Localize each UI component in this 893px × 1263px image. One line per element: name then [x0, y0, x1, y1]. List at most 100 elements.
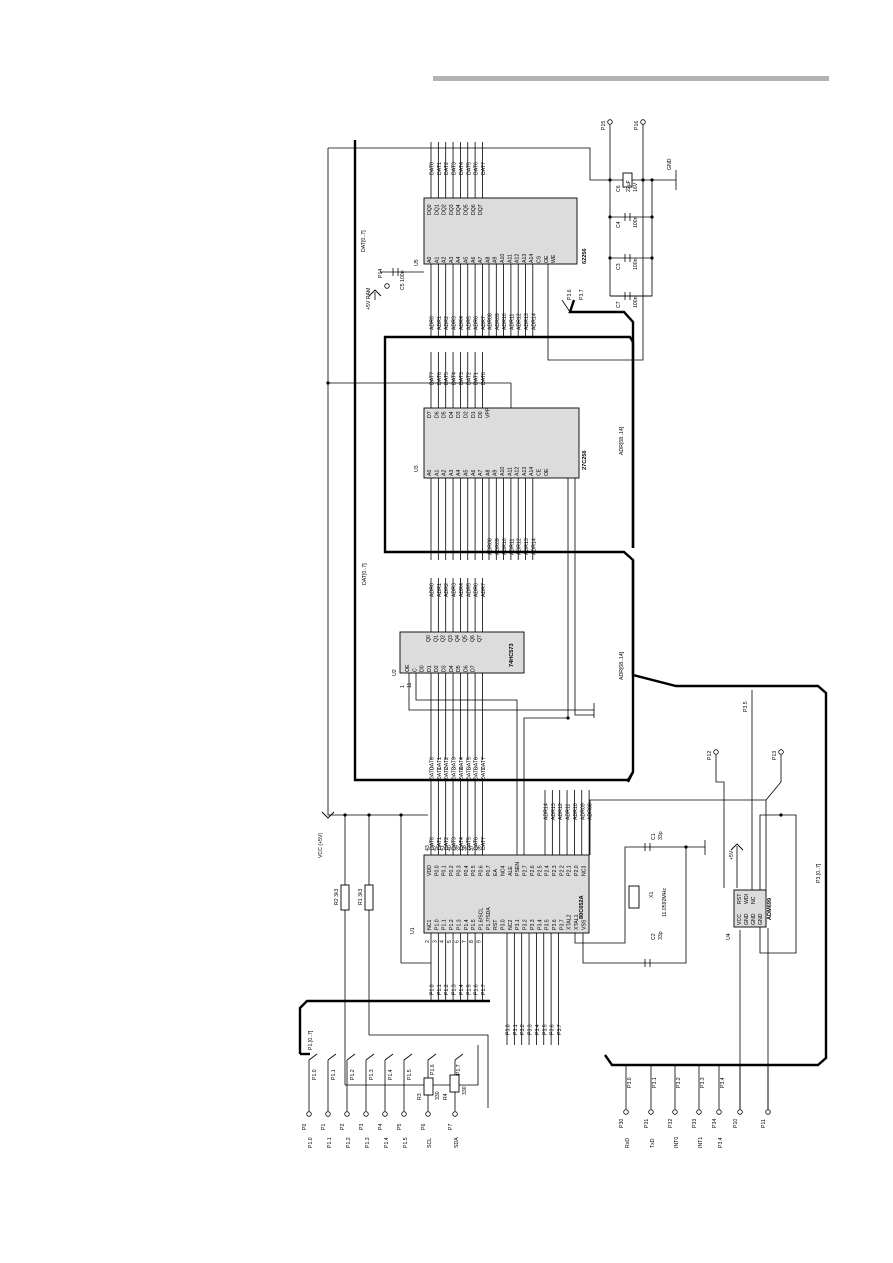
- adr-hi-net-label: ADR08: [488, 313, 494, 330]
- adr-hi-net-label: ADR11: [509, 539, 515, 555]
- u1-pin-name: P0.5: [471, 865, 477, 876]
- u1-pin-name: P1.7/SDA: [486, 907, 492, 930]
- pin-num: 42: [432, 845, 438, 851]
- dat-net-label: DAT2: [444, 162, 450, 175]
- pin-num: 8: [469, 940, 475, 943]
- u1-pin-name: P0.3: [456, 865, 462, 876]
- dat-net-label: DAT5: [466, 162, 472, 175]
- p1-net-label: P1.3: [452, 984, 458, 995]
- ram-vcc: [424, 147, 676, 181]
- connector-pin-label: P12: [707, 751, 713, 760]
- pin-num: 41: [440, 845, 446, 851]
- p3-net-label: P3.1: [513, 1024, 519, 1035]
- junction-dot: [608, 178, 612, 182]
- pin-num: 7: [462, 940, 468, 943]
- connector-net-label: INT0: [674, 1137, 680, 1148]
- u1-pin-name: P0.1: [442, 865, 448, 876]
- u1-pin-name: RST: [493, 919, 499, 930]
- p1-net-label: P1.1: [331, 1069, 337, 1080]
- p12-wire: [715, 755, 725, 888]
- connector-p11: [765, 1109, 771, 1115]
- connector-p15: [607, 119, 613, 125]
- dat-net-label: DAT5: [466, 767, 472, 780]
- r1-label: R1 3k3: [358, 888, 364, 905]
- junction-dot: [650, 215, 654, 219]
- u1-pin-name: P3.7: [559, 919, 565, 930]
- u5-pin-name: DQ5: [464, 204, 470, 215]
- u1-pin-name: NC3: [581, 866, 587, 876]
- u4-pin-name: RST: [737, 893, 743, 904]
- u4-pin-name: GND: [758, 913, 764, 925]
- x1-value: 11.0592MHz: [662, 888, 668, 917]
- u1-pin-name: P2.2: [559, 865, 565, 876]
- pin-num: 40: [447, 845, 453, 851]
- c7-label: C7: [616, 301, 622, 308]
- u3-pin-name: A12: [515, 467, 521, 476]
- u2-pin-name: D2: [434, 665, 440, 672]
- u5-pin-name: DQ7: [478, 204, 484, 215]
- u1-pin-name: XTAL2: [567, 914, 573, 930]
- u4-part-label: ADM699: [767, 898, 773, 920]
- dat-bus-label: DAT[0..7]: [362, 563, 368, 585]
- p1-net-label: P1.5: [466, 984, 472, 995]
- connector-pin-label: P32: [668, 1119, 674, 1128]
- vcc-arrow: [321, 811, 335, 819]
- junction-dot: [684, 845, 688, 849]
- u1-pin-name: P3.3: [530, 919, 536, 930]
- connector-net-label: P1.5: [403, 1137, 409, 1148]
- u3-pin-name: OE: [544, 468, 550, 476]
- adr-net-label: ADR7: [481, 583, 487, 597]
- u3-pin-name: D1: [471, 411, 477, 418]
- p3-net-label: P3.0: [627, 1077, 633, 1088]
- u1-pin-name: P3.1: [515, 919, 521, 930]
- u5-pin-name: A13: [522, 254, 528, 263]
- p1-net-label: P1.5: [407, 1069, 413, 1080]
- u3-pin-name: A7: [478, 470, 484, 476]
- adr-hi-bus-label: ADR[08..14]: [619, 651, 625, 680]
- u1-pin-name: EA: [493, 869, 499, 876]
- u5-pin-name: A10: [500, 254, 506, 263]
- u5-pin-name: CS: [537, 255, 543, 263]
- connector-pin-label: P11: [761, 1119, 767, 1128]
- adr-hi-bus-label: ADR[08..14]: [619, 426, 625, 455]
- u5-pin-name: DQ1: [434, 204, 440, 215]
- labels-layer: 80C652AU174HC573U227C256U362256U5ADM699U…: [302, 121, 822, 1148]
- junction-dot: [566, 716, 570, 720]
- connector-p4: [382, 1111, 388, 1117]
- p3-net-label: P3.6: [550, 1024, 556, 1035]
- u1-pin-name: XTAL1: [574, 914, 580, 930]
- u1-pin-name: P1.6/SCL: [478, 908, 484, 930]
- chip-u1: [423, 854, 590, 934]
- p3-net-label: P3.1: [652, 1077, 658, 1088]
- p1-net-label: P1.0: [312, 1069, 318, 1080]
- u3-pin-name: A6: [471, 470, 477, 476]
- u1-pin-name: P1.3: [456, 919, 462, 930]
- connector-pin-label: P7: [448, 1124, 454, 1130]
- c4-label: C4: [616, 221, 622, 228]
- connector-pin-label: P16: [634, 121, 640, 130]
- adr-hi-net-label: ADR08: [488, 538, 494, 555]
- connector-p3: [363, 1111, 369, 1117]
- bus-entry: [327, 1053, 337, 1061]
- c3-value: 100n: [633, 258, 639, 270]
- u5-pin-name: DQ6: [471, 204, 477, 215]
- dat-net-label: DAT5: [444, 372, 450, 385]
- u2-pin-name: OE: [405, 664, 411, 672]
- u3-pin-name: D4: [449, 411, 455, 418]
- p36-label: P3.6: [567, 289, 573, 300]
- junction-dot: [399, 813, 403, 817]
- u3-pin-name: VPP: [485, 407, 491, 418]
- p13-wire: [765, 755, 782, 801]
- adr-net-label: ADR4: [459, 583, 465, 597]
- u2-ref-label: U2: [392, 669, 398, 676]
- u5-pin-name: A2: [442, 257, 448, 263]
- psen-wire: [523, 478, 569, 855]
- connector-p30: [623, 1109, 629, 1115]
- dat-net-label: DAT1: [437, 757, 443, 770]
- u2-pin-name: D3: [442, 665, 448, 672]
- connector-p2: [344, 1111, 350, 1117]
- connector-pin-label: P15: [601, 121, 607, 130]
- u2-pin-name: D7: [471, 665, 477, 672]
- plus5-arrow: [730, 843, 744, 851]
- u3-pin-name: A8: [485, 470, 491, 476]
